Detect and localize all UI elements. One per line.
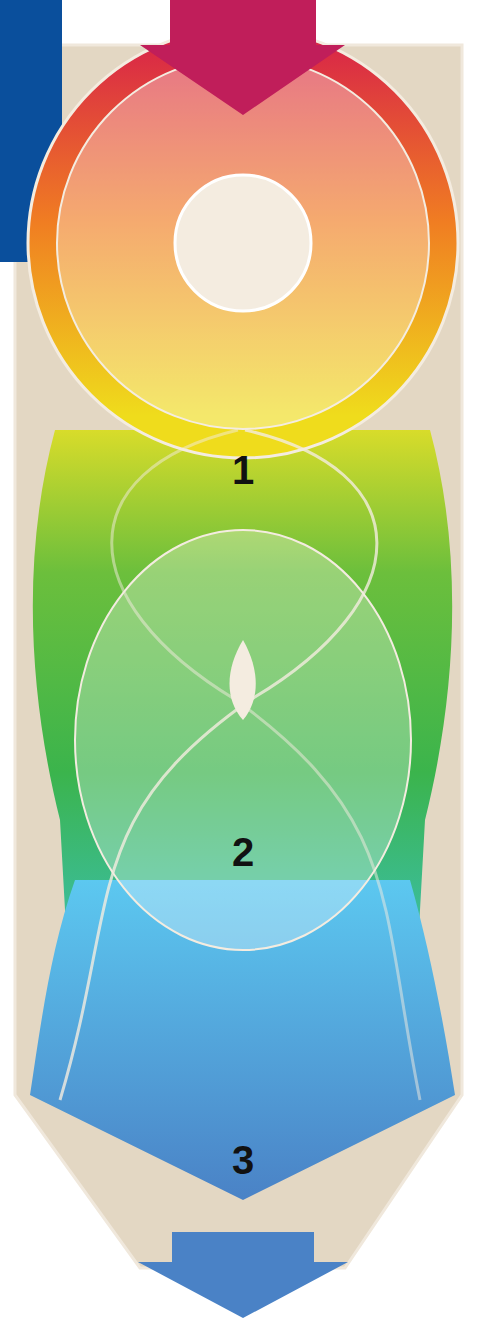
callout-number: 2 bbox=[232, 832, 254, 872]
callout-number: 3 bbox=[232, 1140, 254, 1180]
callout-number: 1 bbox=[232, 450, 254, 490]
